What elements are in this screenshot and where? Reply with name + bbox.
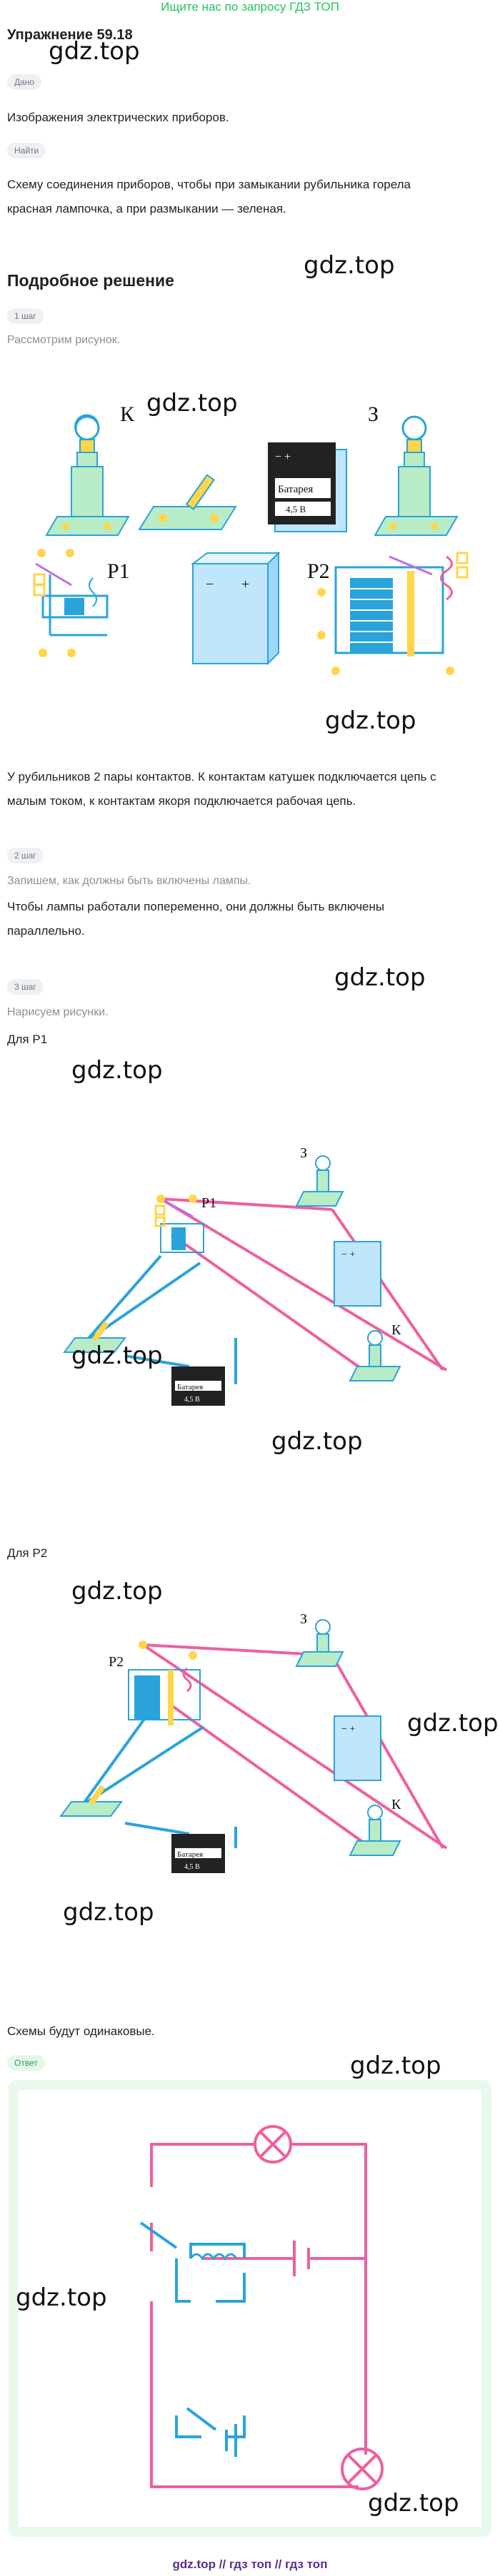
devices-figure: К − + Батарея 4,5 В З Р1 bbox=[33, 402, 469, 675]
ad-link[interactable]: Ищите нас по запросу ГДЗ ТОП bbox=[161, 0, 339, 14]
svg-text:− +: − + bbox=[275, 451, 291, 463]
step-badge: 2 шаг bbox=[7, 848, 44, 863]
svg-text:4,5 В: 4,5 В bbox=[286, 504, 306, 514]
page-title: Упражнение 59.18 bbox=[7, 27, 133, 43]
label-k: К bbox=[391, 1797, 401, 1812]
watermark: gdz.top bbox=[407, 1709, 499, 1738]
watermark: gdz.top bbox=[325, 706, 416, 735]
circuit-p2-figure: Р2 Батарея 4,5 В − + З К bbox=[59, 1613, 448, 1873]
step-text-line: параллельно. bbox=[7, 924, 85, 938]
watermark: gdz.top bbox=[16, 2283, 107, 2312]
label-relay: Р1 bbox=[201, 1195, 216, 1211]
find-badge: Найти bbox=[7, 143, 46, 158]
given-badge: Дано bbox=[7, 74, 42, 90]
find-text-line: Схему соединения приборов, чтобы при зам… bbox=[7, 178, 411, 191]
watermark: gdz.top bbox=[146, 389, 238, 417]
watermark: gdz.top bbox=[71, 1056, 163, 1085]
svg-text:Батарея: Батарея bbox=[278, 484, 313, 495]
svg-text:4,5 В: 4,5 В bbox=[184, 1863, 200, 1871]
watermark: gdz.top bbox=[71, 1342, 163, 1370]
svg-text:+: + bbox=[241, 577, 249, 592]
final-text: Схемы будут одинаковые. bbox=[7, 2024, 155, 2038]
caption-p2: Для Р2 bbox=[7, 1546, 48, 1560]
svg-text:Батарея: Батарея bbox=[177, 1850, 203, 1859]
answer-badge: Ответ bbox=[7, 2055, 45, 2071]
lamp-z-icon bbox=[374, 415, 459, 536]
label-z: З bbox=[300, 1145, 307, 1161]
answer-circuit-diagram bbox=[19, 2090, 481, 2527]
step-text-line: Чтобы лампы работали попеременно, они до… bbox=[7, 900, 385, 913]
relay-p1-icon bbox=[33, 549, 109, 657]
solution-title: Подробное решение bbox=[7, 271, 174, 290]
watermark: gdz.top bbox=[71, 1577, 163, 1606]
lamp-k-icon bbox=[45, 414, 130, 536]
watermark: gdz.top bbox=[350, 2052, 441, 2080]
svg-text:−: − bbox=[206, 577, 214, 592]
step-text-line: малым током, к контактам якоря подключае… bbox=[7, 794, 356, 808]
step-badge: 3 шаг bbox=[7, 979, 44, 995]
svg-text:Батарея: Батарея bbox=[177, 1383, 203, 1391]
label-k: К bbox=[120, 402, 135, 426]
step-text-line: У рубильников 2 пары контактов. К контак… bbox=[7, 770, 436, 784]
given-text: Изображения электрических приборов. bbox=[7, 111, 229, 124]
watermark: gdz.top bbox=[271, 1427, 363, 1456]
label-p1: Р1 bbox=[107, 559, 130, 583]
switch-icon bbox=[138, 474, 237, 530]
circuit-p1-figure: Р1 Батарея 4,5 В − + З К bbox=[63, 1145, 448, 1406]
step-title: Рассмотрим рисунок. bbox=[7, 334, 121, 346]
caption-p1: Для Р1 bbox=[7, 1033, 48, 1046]
footer-links[interactable]: gdz.top // гдз топ // гдз топ bbox=[172, 2557, 328, 2571]
step-title: Запишем, как должны быть включены лампы. bbox=[7, 875, 251, 887]
watermark: gdz.top bbox=[334, 963, 426, 992]
find-text-line: красная лампочка, а при размыкании — зел… bbox=[7, 202, 286, 215]
svg-text:− +: − + bbox=[341, 1724, 355, 1735]
label-p2: Р2 bbox=[307, 559, 330, 583]
relay-p2-icon bbox=[317, 552, 469, 675]
step-badge: 1 шаг bbox=[7, 308, 44, 324]
answer-panel bbox=[9, 2080, 491, 2537]
watermark: gdz.top bbox=[304, 251, 395, 280]
label-z: З bbox=[300, 1613, 307, 1627]
watermark: gdz.top bbox=[49, 37, 140, 66]
battery-icon: − + Батарея 4,5 В bbox=[268, 442, 347, 532]
battery-box-icon: − + bbox=[191, 551, 281, 666]
watermark: gdz.top bbox=[63, 1898, 154, 1927]
watermark: gdz.top bbox=[368, 2489, 459, 2517]
label-z: З bbox=[368, 402, 379, 426]
svg-text:− +: − + bbox=[341, 1249, 355, 1260]
label-relay: Р2 bbox=[109, 1654, 124, 1670]
step-title: Нарисуем рисунки. bbox=[7, 1006, 109, 1018]
svg-text:4,5 В: 4,5 В bbox=[184, 1396, 200, 1404]
label-k: К bbox=[391, 1322, 401, 1338]
